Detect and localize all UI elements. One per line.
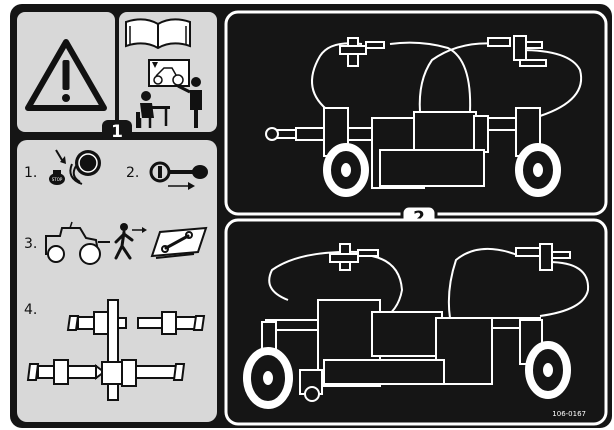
manual-panel (119, 12, 217, 132)
walk-away-icon (114, 223, 147, 260)
step-1-number: 1. (24, 165, 37, 181)
machine-front-panel (224, 10, 608, 216)
warning-panel (17, 12, 115, 132)
shaft-coupling-icon (26, 299, 206, 401)
machine-rear-panel: 106-0167 (224, 218, 608, 426)
stop-text: STOP (52, 177, 63, 182)
read-manual-icon (125, 18, 191, 50)
step-4-number: 4. (24, 302, 37, 318)
step-3-number: 3. (24, 236, 37, 252)
machine-front-view-icon (265, 35, 583, 197)
stop-knob-icon: STOP (49, 149, 101, 185)
service-manual-icon (150, 226, 208, 259)
callout-badge-1: 1 (102, 120, 132, 142)
machine-rear-view-icon (243, 243, 590, 409)
steps-panel: 1. STOP 2. 3. (17, 140, 217, 422)
part-number: 106-0167 (552, 410, 586, 418)
badge-1-label: 1 (111, 122, 123, 142)
badge-2-label: 2 (413, 208, 425, 228)
tractor-icon (45, 221, 110, 265)
ignition-key-icon (149, 161, 208, 190)
operator-training-icon (136, 59, 202, 128)
warning-triangle-icon (25, 39, 107, 111)
step-2-number: 2. (126, 165, 139, 181)
